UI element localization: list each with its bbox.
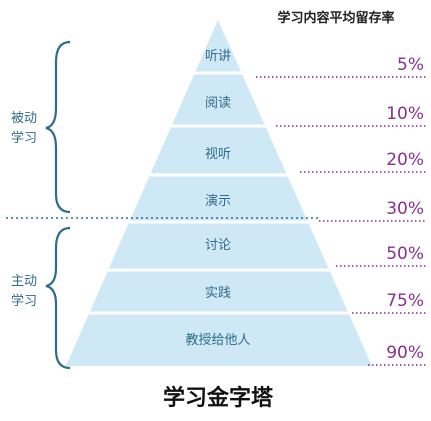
layer-label: 讨论 (205, 238, 231, 253)
brace-active (45, 226, 71, 370)
pyramid-shape (66, 20, 372, 366)
group-label-passive: 学习 (11, 130, 37, 146)
retention-rate: 90% (386, 343, 424, 363)
retention-rate: 30% (386, 199, 424, 219)
layer-dividers (70, 71, 366, 315)
retention-rate: 50% (386, 244, 424, 264)
group-label-active: 学习 (11, 293, 37, 309)
brace-passive (45, 40, 71, 214)
layer-label: 演示 (205, 193, 231, 209)
group-label-passive: 被动 (11, 111, 37, 126)
retention-rate: 5% (397, 55, 424, 75)
retention-header: 学习内容平均留存率 (277, 10, 394, 26)
leader-lines (256, 76, 426, 366)
layer-label: 阅读 (205, 96, 231, 111)
group-label-active: 主动 (11, 274, 37, 289)
layer-label: 教授给他人 (185, 332, 250, 348)
retention-rate: 75% (386, 291, 424, 311)
layer-label: 视听 (205, 147, 231, 162)
retention-rate: 10% (386, 104, 424, 124)
layer-label: 听讲 (205, 49, 231, 64)
diagram-title: 学习金字塔 (163, 385, 274, 411)
retention-rate: 20% (386, 150, 424, 170)
layer-label: 实践 (205, 286, 231, 301)
